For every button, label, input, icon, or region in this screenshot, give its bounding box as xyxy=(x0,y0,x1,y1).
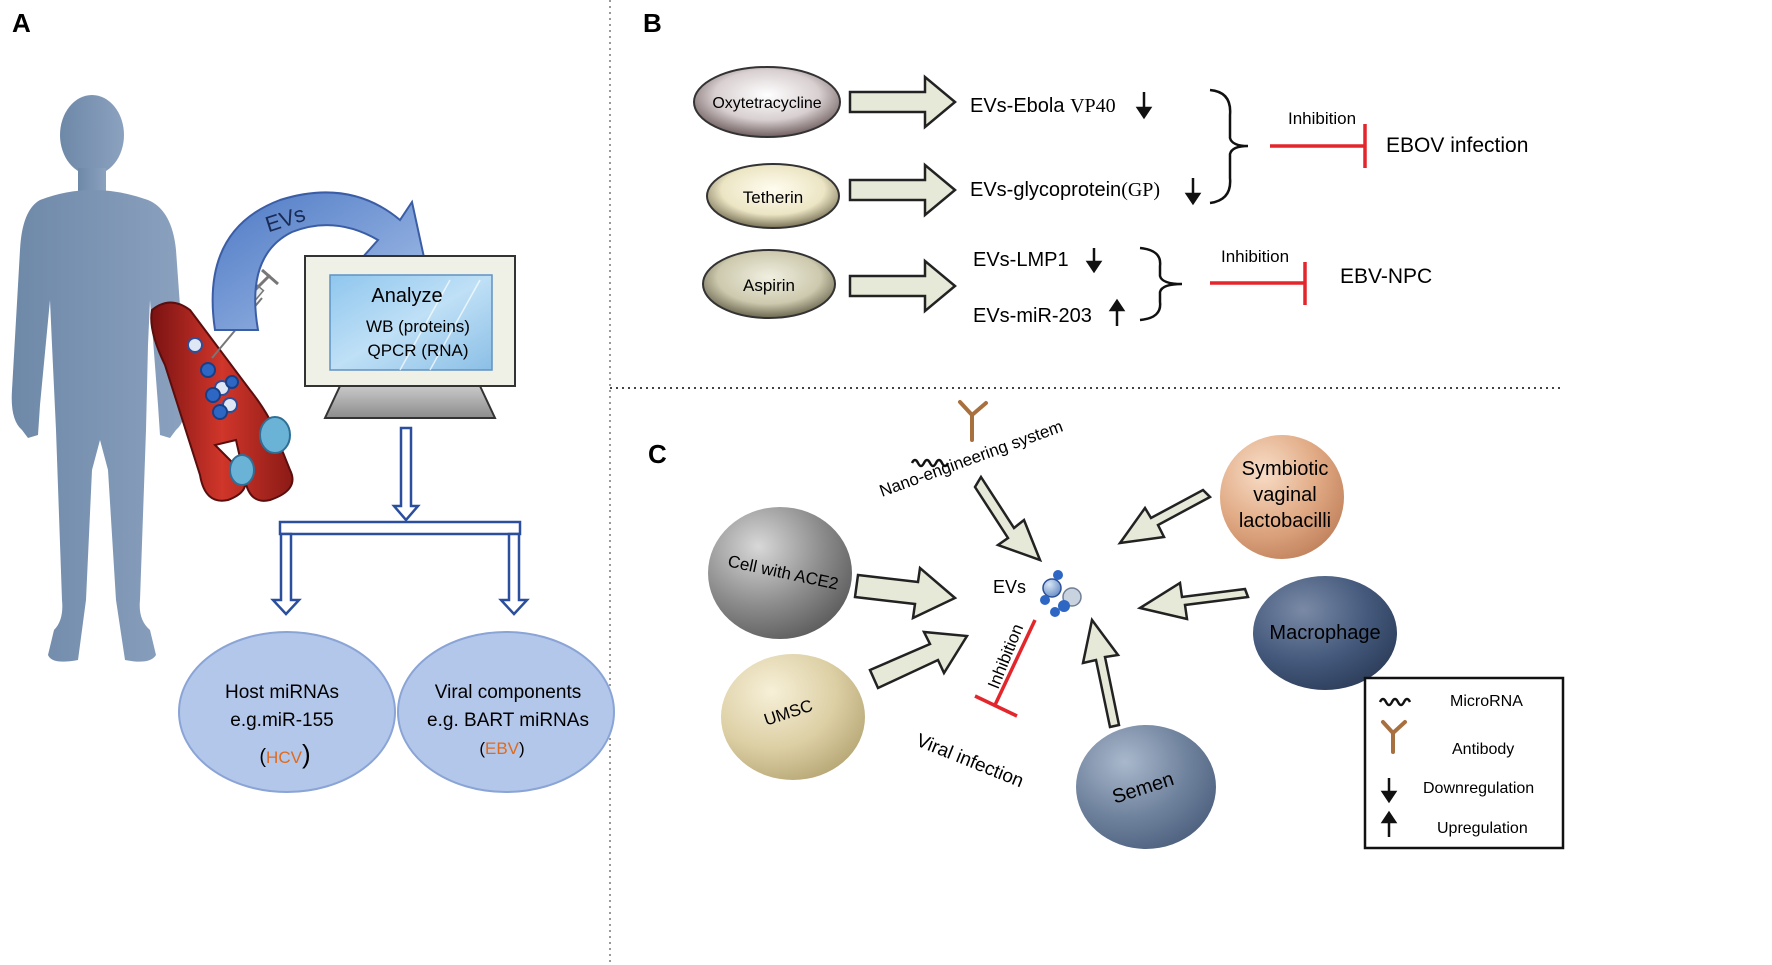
inhibition-label-viral: Inhibition xyxy=(984,621,1027,691)
viral-components-ellipse xyxy=(397,631,615,793)
oxytetracycline-label: Oxytetracycline xyxy=(712,95,821,112)
panel-c-label: C xyxy=(648,439,667,469)
symbiotic-label-2: vaginal xyxy=(1253,484,1316,506)
ev-ebola-vp40-label: EVs-Ebola VP40 xyxy=(970,95,1116,117)
ebov-infection-label: EBOV infection xyxy=(1386,134,1528,157)
analysis-flow-arrows xyxy=(270,426,530,616)
viral-virus-name: EBV xyxy=(485,739,520,758)
ebv-npc-label: EBV-NPC xyxy=(1340,265,1432,288)
down-arrow-icon xyxy=(1135,92,1153,120)
host-virus-open: ( xyxy=(259,746,266,768)
ev-ebola-vp40: VP40 xyxy=(1070,95,1116,117)
down-arrow-icon xyxy=(1085,248,1103,274)
cell-with-ace2 xyxy=(708,507,852,639)
ev-glycoprotein-prefix: EVs-glycoprotein xyxy=(970,179,1121,201)
host-virus-close: ) xyxy=(302,739,311,769)
blood-vessel-icon xyxy=(150,301,294,502)
human-silhouette xyxy=(11,95,187,662)
ev-mir203-label: EVs-miR-203 xyxy=(973,305,1092,327)
symbiotic-lactobacilli-cell xyxy=(1220,435,1344,559)
panel-b-label: B xyxy=(643,8,662,38)
panel-a-label: A xyxy=(12,8,31,38)
inhibition-label-ebov: Inhibition xyxy=(1288,109,1356,128)
host-mirnas-ellipse xyxy=(178,631,396,793)
down-arrow-icon xyxy=(1184,178,1202,206)
aspirin-label: Aspirin xyxy=(743,276,795,295)
wb-proteins-label: WB (proteins) xyxy=(366,317,470,336)
aspirin-pill xyxy=(702,249,836,319)
brace-ebov xyxy=(1209,88,1249,205)
panel-b-block-arrows xyxy=(848,74,957,314)
ev-glycoprotein-gp: (GP) xyxy=(1121,179,1160,201)
ev-lmp1-label: EVs-LMP1 xyxy=(973,249,1069,271)
inhibition-symbol-viral xyxy=(974,619,1037,718)
oxytetracycline-pill xyxy=(693,66,841,138)
inhibition-symbol-ebv xyxy=(1210,262,1307,305)
legend-downregulation-label: Downregulation xyxy=(1423,780,1534,797)
evs-center-label: EVs xyxy=(993,577,1026,597)
legend-antibody-icon xyxy=(1381,720,1407,754)
evs-cluster-icon xyxy=(1040,570,1082,617)
analyze-label: Analyze xyxy=(371,285,442,307)
legend-upregulation-label: Upregulation xyxy=(1437,820,1528,837)
qpcr-rna-label: QPCR (RNA) xyxy=(367,341,468,360)
host-mirnas-title: Host miRNAs xyxy=(225,682,339,703)
viral-components-title: Viral components xyxy=(435,682,581,703)
semen-cell xyxy=(1076,725,1216,849)
umsc-cell xyxy=(721,654,865,780)
macrophage-cell xyxy=(1253,576,1397,690)
tetherin-pill xyxy=(706,163,840,229)
computer-monitor-icon xyxy=(304,255,516,419)
macrophage-label: Macrophage xyxy=(1269,622,1380,644)
host-mirnas-example: e.g.miR-155 xyxy=(230,710,334,731)
ev-glycoprotein-label: EVs-glycoprotein(GP) xyxy=(970,179,1160,201)
ev-ebola-prefix: EVs-Ebola xyxy=(970,95,1070,117)
legend-box xyxy=(1363,676,1565,850)
panel-c-block-arrows xyxy=(853,474,1250,729)
viral-virus-close: ) xyxy=(519,739,525,758)
viral-infection-label: Viral infection xyxy=(913,730,1026,792)
host-virus-line: (HCV) xyxy=(259,739,310,769)
inhibition-label-ebv: Inhibition xyxy=(1221,247,1289,266)
legend-microrna-label: MicroRNA xyxy=(1450,693,1523,710)
brace-ebv xyxy=(1139,246,1183,322)
symbiotic-label-3: lactobacilli xyxy=(1239,510,1331,532)
viral-virus-line: (EBV) xyxy=(479,739,524,758)
inhibition-symbol-ebov xyxy=(1270,124,1367,168)
tetherin-label: Tetherin xyxy=(743,188,803,207)
legend-microrna-icon xyxy=(1378,697,1412,707)
host-virus-name: HCV xyxy=(266,748,303,767)
legend-antibody-label: Antibody xyxy=(1452,741,1514,758)
legend-up-arrow-icon xyxy=(1380,810,1398,837)
viral-components-example: e.g. BART miRNAs xyxy=(427,710,589,731)
symbiotic-label-1: Symbiotic xyxy=(1242,458,1329,480)
up-arrow-icon xyxy=(1108,298,1126,326)
legend-down-arrow-icon xyxy=(1380,778,1398,804)
viral-virus-open: ( xyxy=(479,739,485,758)
antibody-icon xyxy=(958,400,988,442)
microrna-icon xyxy=(910,458,950,468)
